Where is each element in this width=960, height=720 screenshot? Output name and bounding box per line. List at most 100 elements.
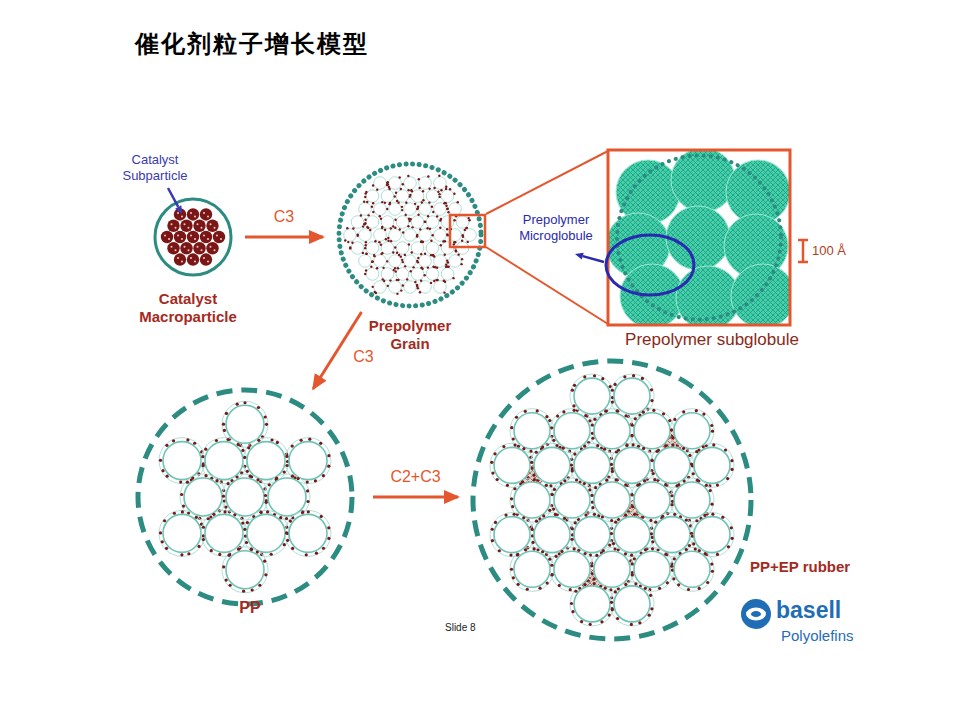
polymer-globule <box>163 514 201 552</box>
catalyst-fragment <box>630 434 633 437</box>
catalyst-fragment <box>614 590 617 593</box>
catalyst-fragment <box>322 547 325 550</box>
catalyst-fragment <box>724 448 727 451</box>
catalyst-fragment <box>364 222 366 224</box>
subparticle-dot <box>207 215 209 217</box>
catalyst-fragment <box>215 439 218 442</box>
scale-bar-cap <box>798 261 808 264</box>
prepolymer-cell <box>381 242 394 255</box>
catalyst-fragment <box>243 456 246 459</box>
catalyst-fragment <box>186 438 189 441</box>
prepolymer-cell <box>374 177 387 190</box>
catalyst-fragment <box>394 219 396 221</box>
polymer-globule <box>226 405 264 443</box>
microglobule-outline <box>650 443 694 487</box>
catalyst-fragment <box>438 193 440 195</box>
polymer-globule <box>534 447 570 483</box>
prepolymer-cell <box>419 203 432 216</box>
catalyst-fragment <box>407 175 409 177</box>
catalyst-fragment <box>583 583 586 586</box>
catalyst-fragment <box>610 532 613 535</box>
catalyst-fragment <box>590 564 593 567</box>
catalyst-fragment <box>530 461 533 464</box>
catalyst-fragment <box>265 501 268 504</box>
catalyst-fragment <box>571 469 574 472</box>
catalyst-fragment <box>308 438 311 441</box>
catalyst-fragment <box>444 240 446 242</box>
catalyst-fragment <box>201 455 204 458</box>
catalyst-fragment <box>396 293 398 295</box>
polymer-globule <box>514 413 550 449</box>
catalyst-fragment <box>346 227 348 229</box>
catalyst-fragment <box>443 202 445 204</box>
catalyst-fragment <box>558 584 561 587</box>
catalyst-subparticle <box>200 208 212 220</box>
microglobule-outline <box>690 513 734 557</box>
subparticle-dot <box>207 238 209 240</box>
polymer-globule <box>674 551 710 587</box>
particle-outline <box>138 390 352 604</box>
catalyst-fragment <box>658 587 661 590</box>
catalyst-fragment <box>685 548 688 551</box>
prepolymer-cell <box>411 190 424 203</box>
microglobule-outline <box>570 374 614 418</box>
catalyst-fragment <box>421 201 423 203</box>
catalyst-fragment <box>426 227 428 229</box>
subparticle-dot <box>194 238 196 240</box>
polymer-globule <box>694 517 730 553</box>
catalyst-fragment <box>416 284 418 286</box>
catalyst-fragment <box>531 541 534 544</box>
catalyst-fragment <box>401 209 403 211</box>
catalyst-fragment <box>182 504 185 507</box>
particle-label: PP <box>220 598 280 617</box>
catalyst-fragment <box>513 487 516 490</box>
catalyst-fragment <box>402 231 404 233</box>
prepolymer-cell <box>351 216 364 229</box>
prepolymer-cell <box>404 203 417 216</box>
catalyst-subparticle <box>167 242 179 254</box>
catalyst-fragment <box>536 409 539 412</box>
catalyst-fragment <box>365 244 367 246</box>
catalyst-fragment <box>180 553 183 556</box>
catalyst-fragment <box>610 601 613 604</box>
catalyst-fragment <box>453 219 455 221</box>
prepolymer-cell <box>419 281 432 294</box>
polymer-globule <box>247 442 285 480</box>
catalyst-fragment <box>510 426 513 429</box>
callout-label: Prepolymer Microglobule <box>509 212 603 243</box>
catalyst-fragment <box>690 463 693 466</box>
catalyst-fragment <box>616 617 619 620</box>
microglobule-outline <box>201 438 247 484</box>
prepolymer-cell <box>396 268 409 281</box>
catalyst-fragment <box>692 472 695 475</box>
catalyst-fragment <box>388 203 390 205</box>
microglobule-outline <box>670 547 714 591</box>
catalyst-fragment <box>688 544 691 547</box>
catalyst-fragment <box>382 267 384 269</box>
catalyst-fragment <box>422 199 424 201</box>
catalyst-fragment <box>241 521 244 524</box>
catalyst-fragment <box>584 552 587 555</box>
polymer-globule <box>614 378 650 414</box>
catalyst-fragment <box>432 211 434 213</box>
prepolymer-cell <box>441 216 454 229</box>
catalyst-fragment <box>237 548 240 551</box>
catalyst-fragment <box>416 235 418 237</box>
prepolymer-cell <box>426 268 439 281</box>
microglobule-outline <box>285 510 331 556</box>
catalyst-fragment <box>650 607 653 610</box>
subparticle-dot <box>171 246 173 248</box>
catalyst-fragment <box>453 243 455 245</box>
catalyst-fragment <box>613 547 616 550</box>
catalyst-fragment <box>467 217 469 219</box>
catalyst-fragment <box>668 419 671 422</box>
microglobule-outline <box>159 510 205 556</box>
catalyst-fragment <box>201 464 204 467</box>
catalyst-fragment <box>634 417 637 420</box>
prepolymer-cell <box>426 242 439 255</box>
catalyst-fragment <box>349 247 351 249</box>
catalyst-fragment <box>716 553 719 556</box>
catalyst-fragment <box>387 181 389 183</box>
catalyst-fragment <box>443 291 445 293</box>
catalyst-fragment <box>186 481 189 484</box>
